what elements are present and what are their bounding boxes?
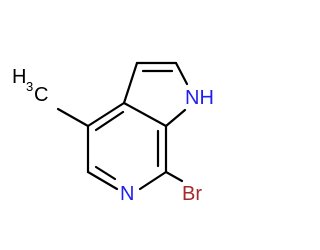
methyl-h-label: H — [12, 66, 26, 88]
bromine-label: Br — [182, 183, 202, 205]
structure-canvas: NH N Br H 3 C — [12, 61, 214, 205]
bond-c7a-c3a — [122, 101, 168, 128]
ring-nitrogen-label: N — [120, 183, 134, 205]
bond-c7-br — [164, 170, 184, 183]
bond-c2-n1 — [174, 61, 189, 86]
bond-n1-c7a — [164, 108, 187, 128]
bond-n6-c7 — [138, 170, 168, 191]
methyl-subscript-label: 3 — [26, 79, 33, 94]
bond-c5-n6 — [86, 170, 119, 191]
bond-c3a-c3 — [122, 61, 139, 105]
bond-c4-methyl — [56, 107, 90, 128]
bonds — [56, 61, 189, 191]
bond-c3a-c4 — [86, 101, 126, 128]
nh-label: NH — [185, 87, 214, 109]
methyl-c-label: C — [34, 84, 48, 106]
structure-diagram: NH N Br H 3 C — [12, 61, 214, 205]
bond-c5-n6-double — [94, 165, 117, 181]
bond-c3a-c4-double — [94, 110, 125, 132]
